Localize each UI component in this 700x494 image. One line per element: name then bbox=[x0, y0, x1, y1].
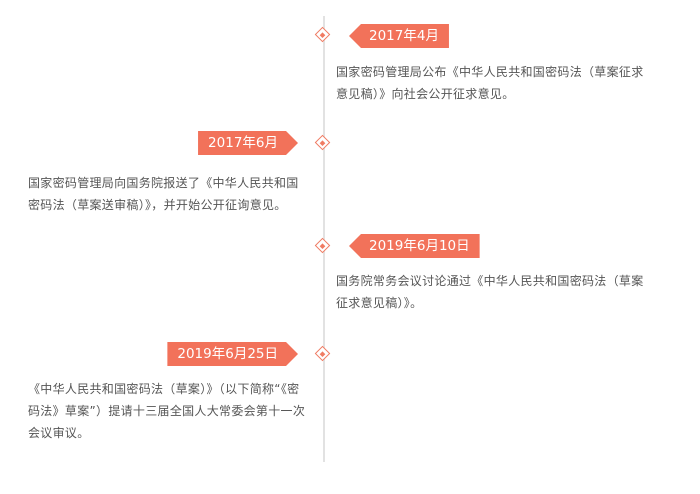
timeline-node-4 bbox=[314, 345, 331, 362]
event-text-1: 国家密码管理局公布《中华人民共和国密码法（草案征求意见稿）》向社会公开征求意见。 bbox=[336, 65, 644, 101]
timeline-node-1 bbox=[314, 26, 331, 43]
event-text-2: 国家密码管理局向国务院报送了《中华人民共和国密码法（草案送审稿）》，并开始公开征… bbox=[28, 176, 299, 212]
event-text-4: 《中华人民共和国密码法（草案）》（以下简称“《密码法》草案”）提请十三届全国人大… bbox=[28, 382, 306, 440]
event-date-3: 2019年6月10日 bbox=[349, 234, 480, 258]
event-date-4: 2019年6月25日 bbox=[167, 342, 298, 366]
timeline-node-2 bbox=[314, 134, 331, 151]
event-date-1: 2017年4月 bbox=[349, 24, 449, 48]
timeline-node-3 bbox=[314, 237, 331, 254]
event-date-2: 2017年6月 bbox=[198, 131, 298, 155]
event-text-3: 国务院常务会议讨论通过《中华人民共和国密码法（草案征求意见稿）》。 bbox=[336, 274, 644, 310]
